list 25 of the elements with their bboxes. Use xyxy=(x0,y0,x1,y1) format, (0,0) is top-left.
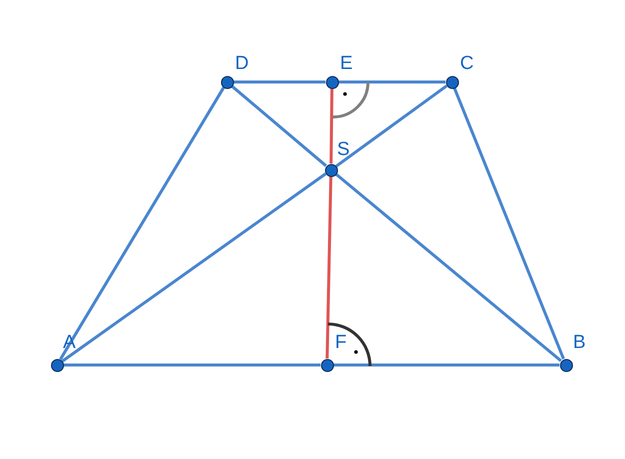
point-label: B xyxy=(573,333,586,353)
line-segment xyxy=(234,80,326,84)
line-segment xyxy=(326,176,332,359)
line-segment xyxy=(59,86,225,360)
line-segment xyxy=(335,84,448,168)
line-segment xyxy=(61,172,327,362)
point-dot xyxy=(320,358,334,372)
point-dot xyxy=(446,76,458,88)
point-dot xyxy=(324,164,338,176)
line-segment xyxy=(330,88,334,164)
line-segment xyxy=(338,80,446,84)
point-dot xyxy=(326,76,338,88)
line-segment xyxy=(231,85,327,167)
line-segment xyxy=(335,173,562,362)
point-label: F xyxy=(335,333,347,353)
point-label: D xyxy=(235,54,249,74)
point-dot xyxy=(220,76,234,88)
line-segment xyxy=(453,87,565,360)
line-segment xyxy=(64,364,320,366)
point-label: C xyxy=(460,54,474,74)
point-label: E xyxy=(340,54,353,74)
point-label: S xyxy=(337,140,350,160)
line-segment xyxy=(334,364,560,366)
point-dot xyxy=(560,358,572,372)
point-dot xyxy=(50,358,64,372)
